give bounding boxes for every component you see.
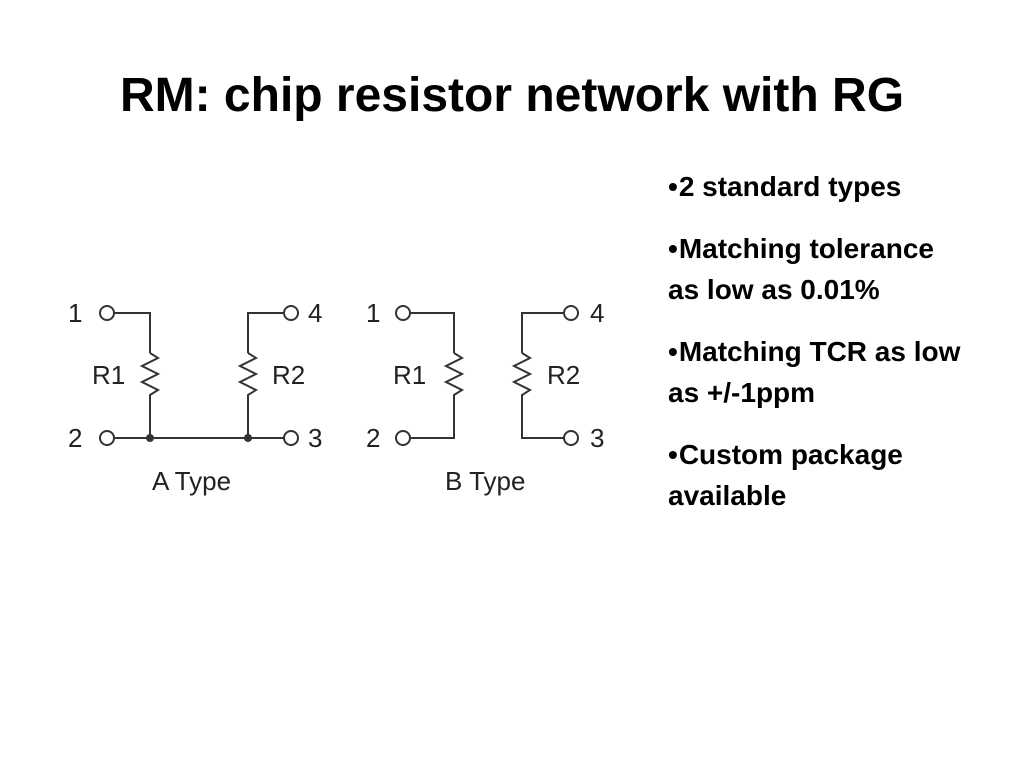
b-type-label: B Type: [445, 466, 525, 496]
a-terminal-4: [283, 305, 299, 321]
b-r2-label: R2: [547, 360, 580, 390]
b-terminal-4: [563, 305, 579, 321]
a-r2-label: R2: [272, 360, 305, 390]
a-junction-left: [146, 434, 154, 442]
b-terminal-1: [395, 305, 411, 321]
a-resistor-r2: [237, 352, 259, 438]
b-r1-label: R1: [393, 360, 426, 390]
b-wire-pin4: [521, 312, 564, 353]
b-wire-pin1: [410, 312, 455, 353]
a-wire-pin1: [114, 312, 151, 353]
a-junction-right: [244, 434, 252, 442]
b-pin-2-label: 2: [366, 423, 380, 453]
bullet-text: Matching TCR as low as +/-1ppm: [668, 336, 961, 408]
b-pin-4-label: 4: [590, 298, 604, 328]
b-terminal-3: [563, 430, 579, 446]
a-pin-3-label: 3: [308, 423, 322, 453]
b-pin-1-label: 1: [366, 298, 380, 328]
a-pin-4-label: 4: [308, 298, 322, 328]
bullet-mark: •: [668, 171, 678, 202]
bullet-item: •Matching TCR as low as +/-1ppm: [668, 331, 968, 413]
a-resistor-r1: [139, 352, 161, 438]
bullet-item: •Custom package available: [668, 434, 968, 516]
b-terminal-2: [395, 430, 411, 446]
a-wire-pin4: [247, 312, 284, 353]
b-resistor-r1: [410, 352, 465, 439]
slide-title: RM: chip resistor network with RG: [119, 69, 905, 122]
bullet-mark: •: [668, 233, 678, 264]
bullet-item: •Matching tolerance as low as 0.01%: [668, 228, 968, 310]
bullet-text: Custom package available: [668, 439, 903, 511]
bullet-mark: •: [668, 336, 678, 367]
feature-bullet-list: •2 standard types •Matching tolerance as…: [668, 166, 968, 537]
circuit-schematic: 1 2 3 4 R1 R2 A Type 1 2 3: [68, 298, 604, 496]
a-pin-1-label: 1: [68, 298, 82, 328]
b-pin-3-label: 3: [590, 423, 604, 453]
bullet-item: •2 standard types: [668, 166, 968, 207]
a-r1-label: R1: [92, 360, 125, 390]
a-type-circuit: 1 2 3 4 R1 R2 A Type: [68, 298, 322, 496]
a-terminal-3: [283, 430, 299, 446]
bullet-text: 2 standard types: [678, 171, 902, 202]
b-resistor-r2: [511, 352, 564, 439]
a-terminal-1: [99, 305, 115, 321]
a-type-label: A Type: [152, 466, 231, 496]
bullet-text: Matching tolerance as low as 0.01%: [668, 233, 934, 305]
bullet-mark: •: [668, 439, 678, 470]
a-pin-2-label: 2: [68, 423, 82, 453]
b-type-circuit: 1 2 3 4 R1 R2 B Type: [366, 298, 604, 496]
a-terminal-2: [99, 430, 115, 446]
resistor-network-diagram: 1 2 3 4 R1 R2 A Type 1 2 3: [40, 225, 650, 525]
